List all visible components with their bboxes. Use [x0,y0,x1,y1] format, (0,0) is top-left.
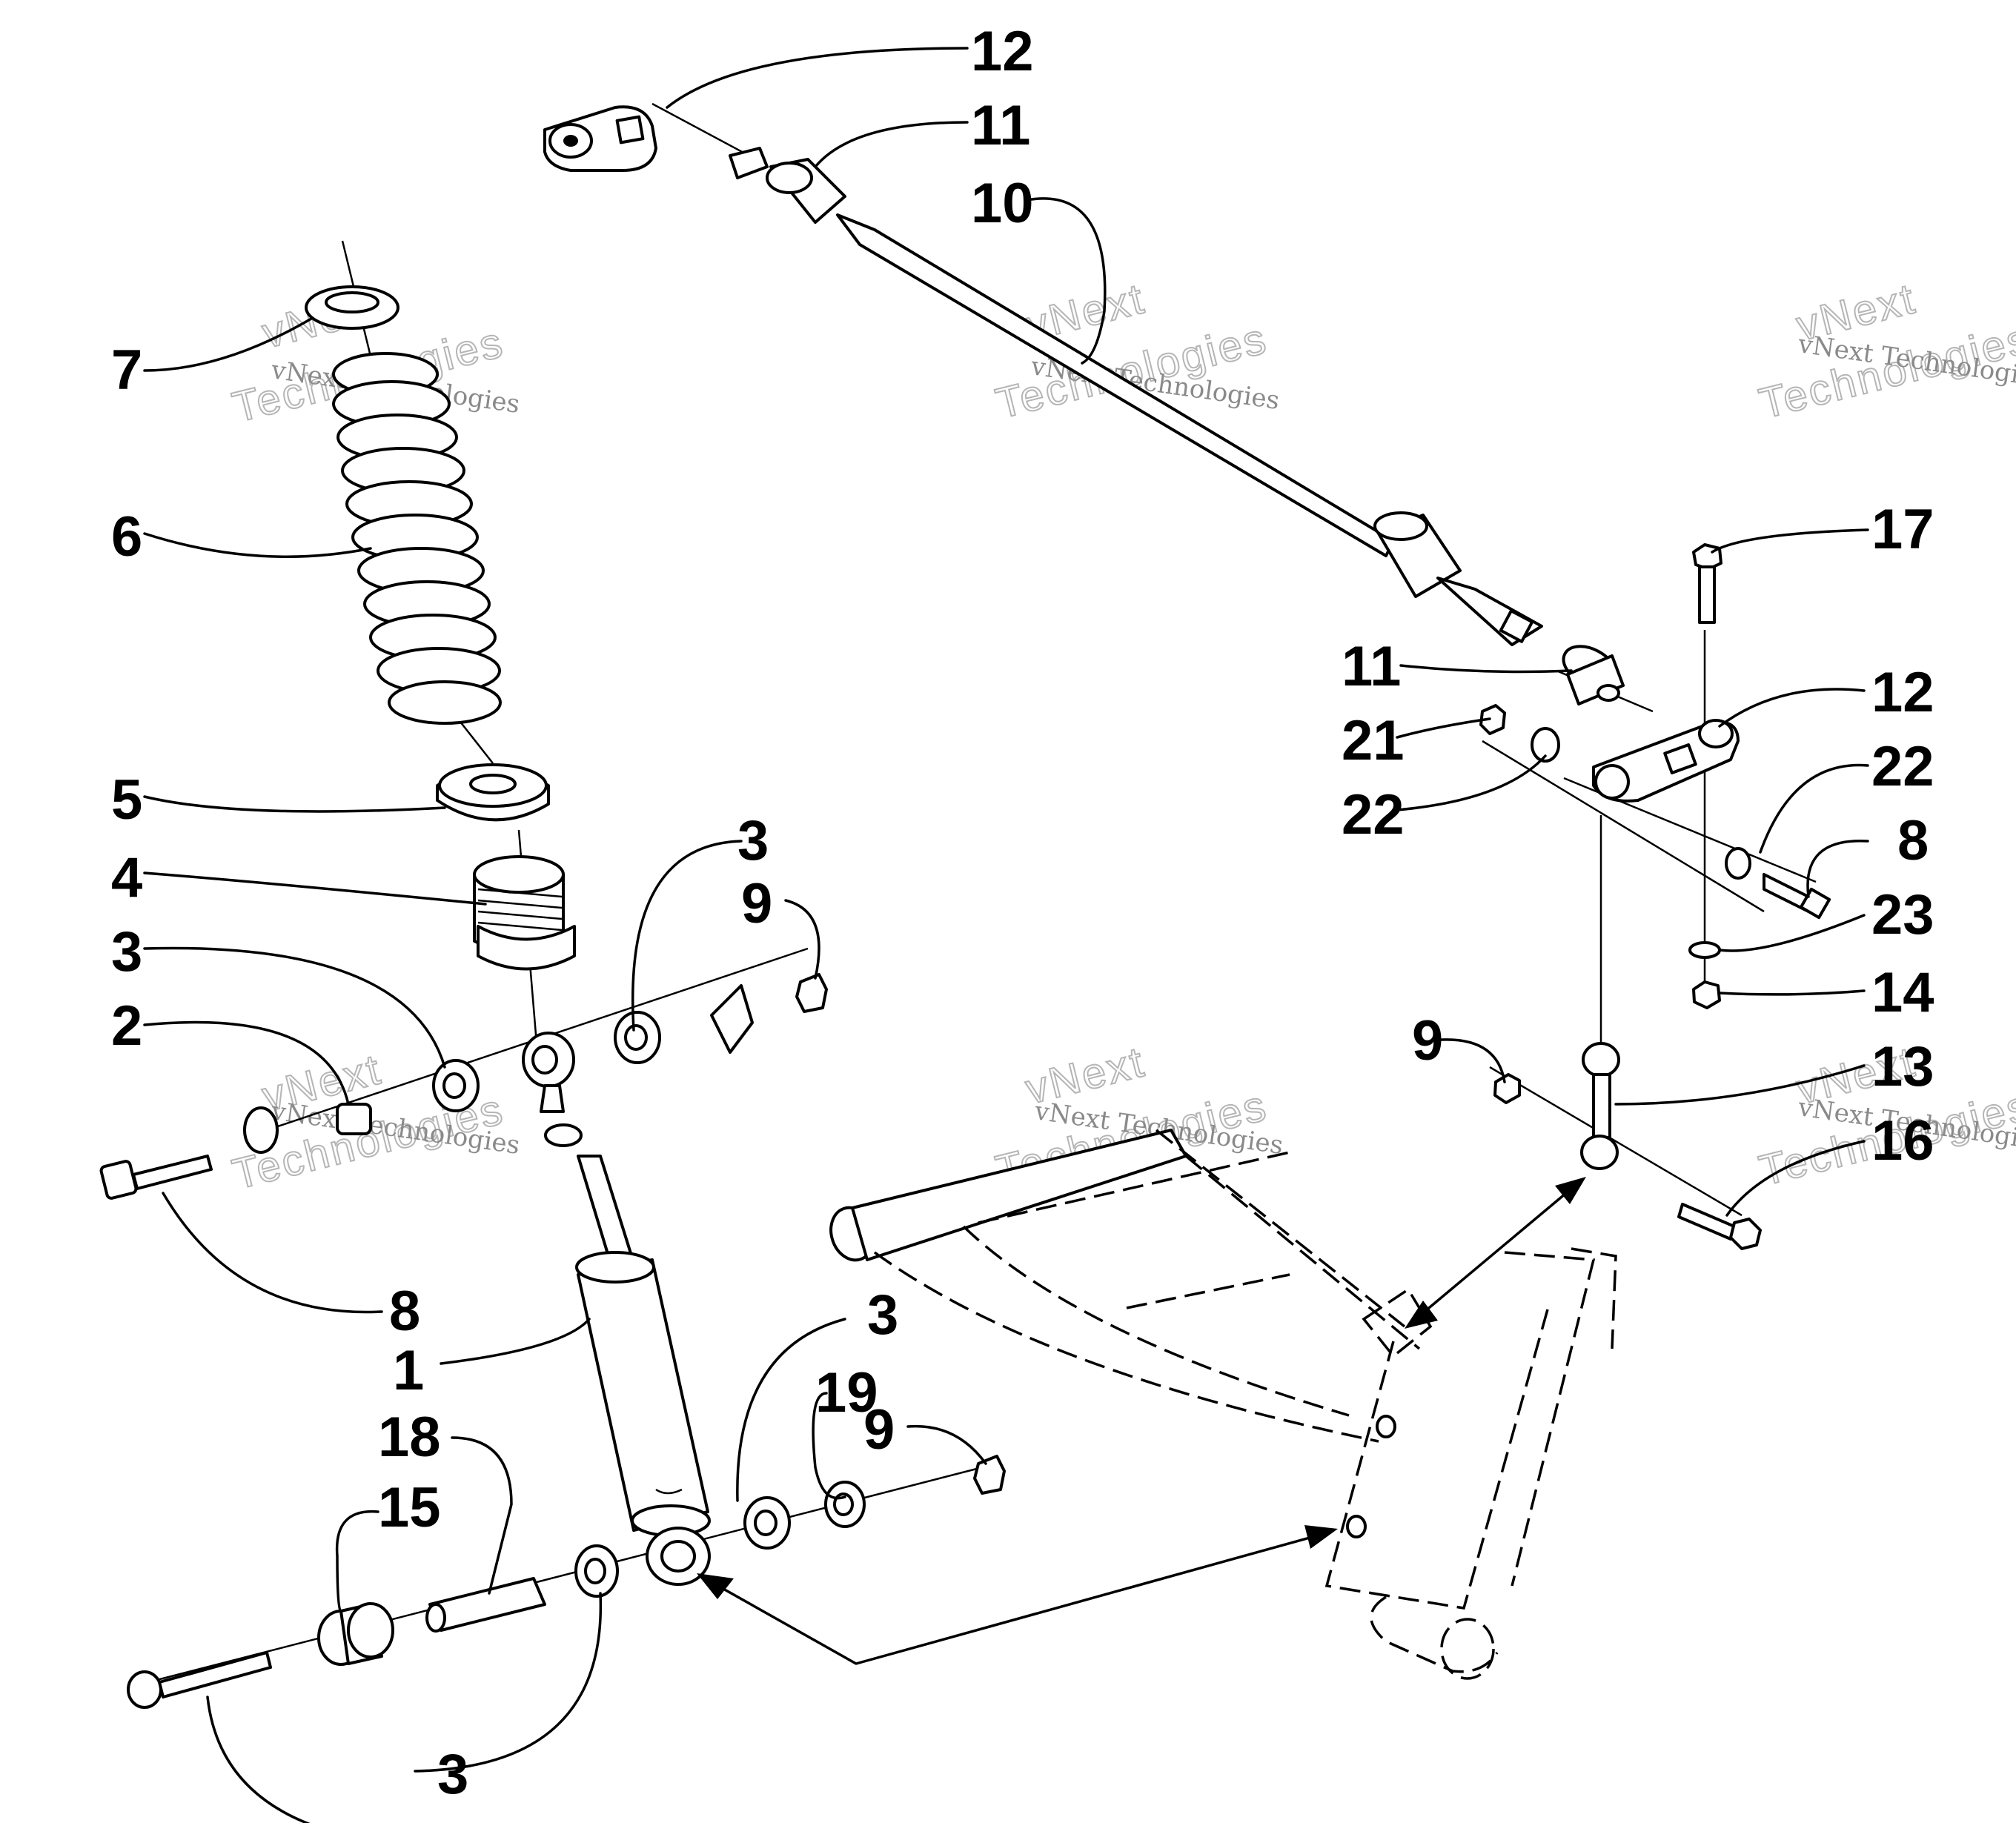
callout-21: 21 [1342,709,1405,772]
callout-8-right: 8 [1897,809,1929,872]
linkage-hardware [1479,543,1831,1250]
callout-5: 5 [111,768,142,831]
spring-adjuster-collar [436,763,550,822]
callout-11-top: 11 [971,94,1030,157]
callout-20: 20 [430,1813,493,1823]
a-arm-frame [829,1129,1617,1680]
control-cable [543,105,1740,803]
callout-23: 23 [1871,883,1934,946]
callout-4: 4 [111,846,142,909]
callout-15: 15 [378,1476,441,1539]
callout-16: 16 [1871,1109,1934,1172]
callout-3-upper-right: 3 [737,809,769,872]
lower-mount-hardware [127,1455,1006,1709]
shock-absorber [522,1032,711,1586]
callout-22-left: 22 [1342,783,1405,846]
callout-17: 17 [1871,498,1934,561]
callout-9-upper: 9 [741,872,772,935]
callout-13: 13 [1871,1035,1934,1098]
callout-19: 19 [815,1361,878,1424]
leader-lines [143,47,1869,1823]
callout-14: 14 [1871,961,1934,1024]
callout-labels: 12 11 10 7 6 5 4 3 2 3 9 8 1 18 15 3 19 … [111,20,1934,1823]
callout-6: 6 [111,505,142,568]
callout-3-upper-left: 3 [111,920,142,983]
upper-mount-hardware [99,973,828,1200]
callout-9-right: 9 [1412,1009,1443,1072]
callout-10: 10 [971,172,1034,235]
callout-12-right: 12 [1871,661,1934,724]
spring-retainer [305,285,399,330]
callout-1: 1 [393,1339,424,1402]
callout-22-right: 22 [1871,735,1934,798]
callout-2: 2 [111,994,142,1057]
assembly-arrows [697,1177,1586,1665]
callout-7: 7 [111,339,142,402]
callout-12-top: 12 [971,20,1034,83]
coil-spring [332,352,502,725]
callout-8-left: 8 [389,1280,420,1343]
callout-3-lower-b: 3 [437,1743,468,1806]
threaded-sleeve [473,855,576,971]
callout-11-right: 11 [1342,635,1401,698]
callout-18: 18 [378,1406,441,1469]
watermark: vNext Technologies vNext Technologies vN… [227,273,2016,1200]
callout-3-lower-a: 3 [867,1284,898,1347]
callout-9-lower: 9 [863,1398,895,1461]
